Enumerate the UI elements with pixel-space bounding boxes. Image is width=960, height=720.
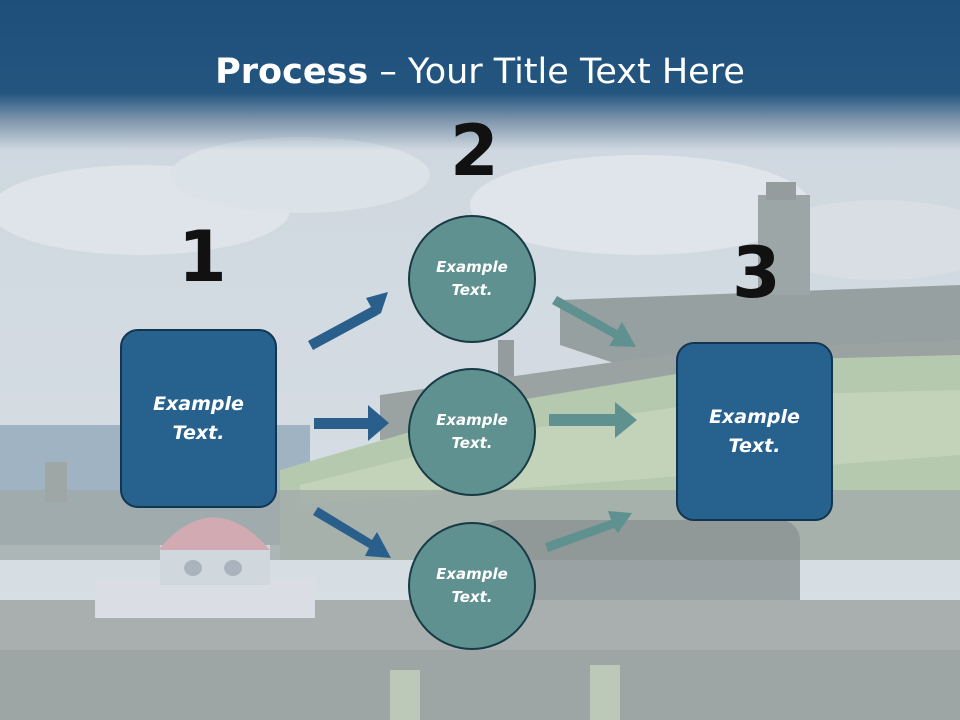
arrow-to-bottom-circle [313, 507, 391, 558]
step-number-3: 3 [732, 232, 781, 314]
step-2-circle-top-text: Example Text. [436, 258, 508, 299]
step-number-1: 1 [178, 216, 227, 298]
step-2-circle-middle: Example Text. [408, 368, 536, 496]
title-bold: Process [215, 52, 369, 92]
step-number-2: 2 [450, 110, 499, 192]
arrow-to-middle-circle [314, 405, 389, 441]
arrow-to-top-circle [308, 292, 388, 350]
title-rest: – Your Title Text Here [368, 52, 745, 92]
step-1-box-text: Example Text. [153, 392, 244, 444]
step-2-circle-middle-text: Example Text. [436, 411, 508, 452]
arrow-from-top-circle [552, 296, 636, 347]
step-3-box: Example Text. [676, 342, 833, 521]
step-2-circle-top: Example Text. [408, 215, 536, 343]
arrow-from-middle-circle [549, 402, 637, 438]
step-2-circle-bottom: Example Text. [408, 522, 536, 650]
header-band [0, 0, 960, 150]
step-2-circle-bottom-text: Example Text. [436, 565, 508, 606]
arrow-from-bottom-circle [545, 511, 632, 552]
slide-title: Process – Your Title Text Here [0, 52, 960, 92]
step-3-box-text: Example Text. [709, 405, 800, 457]
step-1-box: Example Text. [120, 329, 277, 508]
